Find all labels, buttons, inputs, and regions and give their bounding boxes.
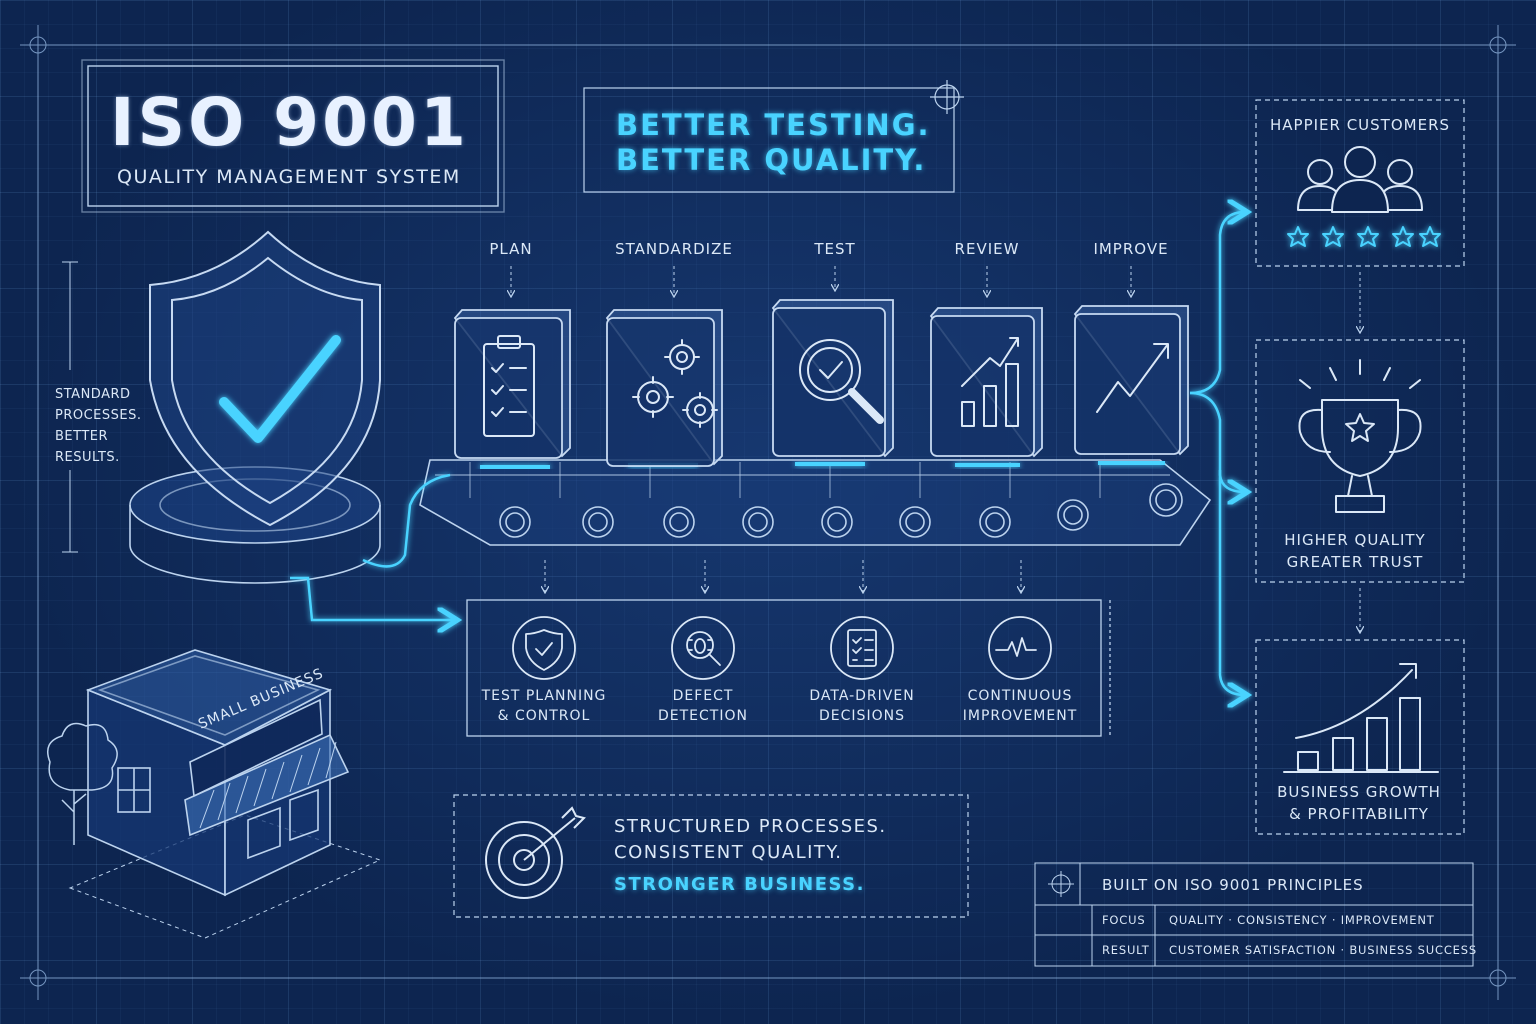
process-box-test: [771, 299, 894, 458]
feature-label-1a: TEST PLANNING: [481, 688, 607, 704]
outcome-2-label-a: HIGHER QUALITY: [1284, 531, 1426, 549]
principles-table: [1034, 862, 1474, 967]
feature-label-1b: & CONTROL: [497, 708, 591, 724]
side-note-line-1: STANDARD: [55, 387, 131, 402]
glow-connectors: [290, 212, 1245, 695]
process-boxes: [453, 299, 1189, 467]
feature-label-2a: DEFECT: [672, 688, 734, 704]
checklist-icon: [830, 616, 894, 680]
gears-icon: [632, 339, 718, 428]
summary-frame: [453, 794, 969, 918]
store-building: [68, 649, 382, 939]
magnifier-check-icon: [799, 339, 884, 424]
outcome-3-label-b: & PROFITABILITY: [1289, 805, 1429, 823]
feature-label-2b: DETECTION: [658, 708, 748, 724]
customers-rating-icon: [1297, 146, 1423, 213]
bug-search-icon: [671, 616, 735, 680]
summary-line-3: STRONGER BUSINESS.: [614, 874, 865, 895]
blueprint-frame: [20, 25, 1516, 1000]
outcome-frames: [1255, 99, 1465, 835]
principles-row-1-value: QUALITY · CONSISTENCY · IMPROVEMENT: [1169, 913, 1435, 927]
step-label-test: TEST: [814, 240, 856, 258]
principles-row-2-value: CUSTOMER SATISFACTION · BUSINESS SUCCESS: [1169, 943, 1477, 957]
trophy-icon: [1298, 359, 1422, 513]
side-note-line-2: PROCESSES.: [55, 408, 142, 423]
side-note-line-4: RESULTS.: [55, 450, 120, 465]
tagline-line-1: BETTER TESTING.: [616, 108, 931, 142]
outcome-2-label-b: GREATER TRUST: [1286, 553, 1424, 571]
principles-heading: BUILT ON ISO 9001 PRINCIPLES: [1102, 876, 1364, 894]
tagline-frame: [583, 80, 964, 193]
trend-arrow-icon: [1096, 343, 1169, 413]
feature-label-3a: DATA-DRIVEN: [809, 688, 915, 704]
step-label-plan: PLAN: [489, 240, 533, 258]
tree-icon: [47, 722, 118, 845]
growth-chart-icon: [1283, 663, 1439, 773]
shield-emblem-icon: [149, 230, 381, 527]
tagline-line-2: BETTER QUALITY.: [616, 143, 927, 177]
feature-label-3b: DECISIONS: [819, 708, 905, 724]
side-note-line-3: BETTER: [55, 429, 109, 444]
summary-line-1: STRUCTURED PROCESSES.: [614, 816, 887, 837]
page-title: ISO 9001: [110, 84, 469, 161]
conveyor-belt: [419, 459, 1212, 546]
pulse-icon: [988, 616, 1052, 680]
dimension-line: [62, 261, 78, 553]
step-label-standardize: STANDARDIZE: [615, 240, 733, 258]
outcome-1-label: HAPPIER CUSTOMERS: [1269, 116, 1451, 134]
clipboard-checklist-icon: [483, 335, 535, 437]
target-icon: [485, 806, 586, 899]
bar-chart-icon: [961, 337, 1019, 427]
feature-label-4a: CONTINUOUS: [967, 688, 1073, 704]
page-subtitle: QUALITY MANAGEMENT SYSTEM: [117, 166, 461, 188]
outcome-3-label-a: BUSINESS GROWTH: [1277, 783, 1441, 801]
process-box-improve: [1073, 305, 1189, 456]
feature-label-4b: IMPROVEMENT: [962, 708, 1078, 724]
title-frame: [81, 59, 505, 213]
summary-line-2: CONSISTENT QUALITY.: [614, 842, 843, 863]
features-frame: [466, 599, 1111, 737]
step-label-review: REVIEW: [954, 240, 1020, 258]
process-box-review: [929, 307, 1043, 458]
star-rating: [1287, 226, 1441, 247]
principles-row-2-key: RESULT: [1102, 943, 1150, 957]
principles-row-1-key: FOCUS: [1102, 913, 1146, 927]
step-label-improve: IMPROVE: [1093, 240, 1169, 258]
shield-check-icon: [512, 616, 576, 680]
